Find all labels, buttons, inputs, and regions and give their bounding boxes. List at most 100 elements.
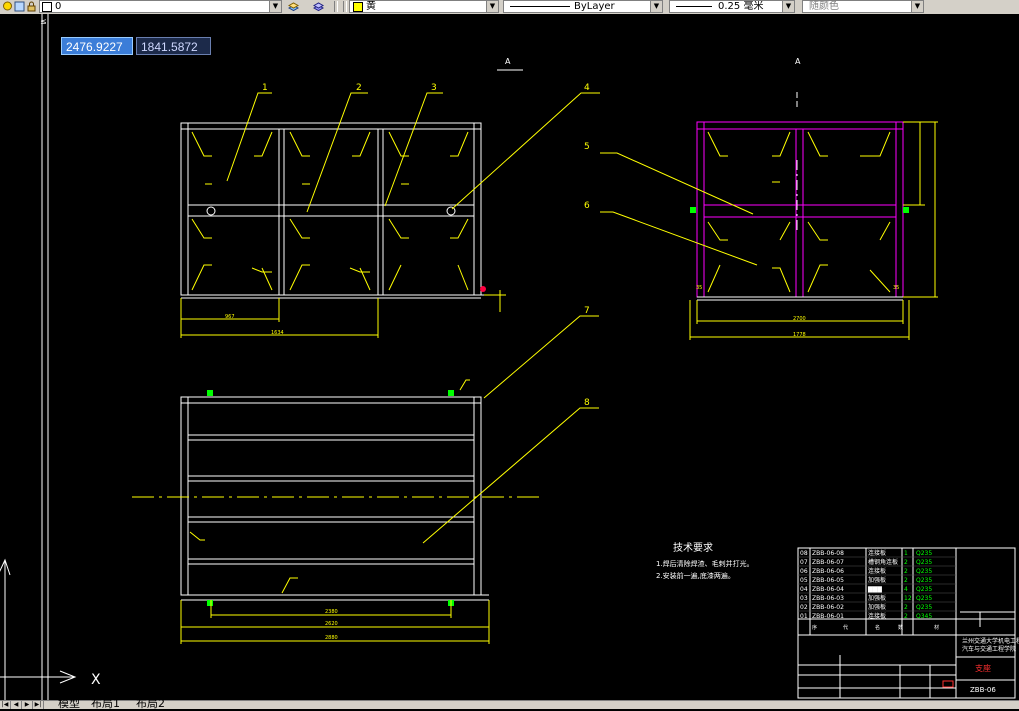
bom-cell-name: 加强板: [868, 594, 886, 602]
properties-toolbar: 0 ▼ 黄 ▼ ByLayer ▼ 0.25 毫米 ▼ 随颜色 ▼: [0, 0, 1019, 15]
chevron-down-icon[interactable]: ▼: [911, 1, 923, 12]
color-dropdown[interactable]: 黄 ▼: [349, 0, 499, 13]
bulb-icon[interactable]: [2, 1, 13, 12]
bom-cell-code: ZBB-06-05: [812, 577, 844, 584]
layer-color-swatch: [42, 2, 52, 12]
svg-text:名: 名: [875, 624, 880, 631]
side-view-markers: [690, 207, 909, 213]
svg-text:2380: 2380: [325, 609, 338, 615]
bom-cell-name: 加强板: [868, 576, 886, 584]
svg-text:材: 材: [934, 624, 939, 631]
leader-lines: [226, 92, 600, 213]
model-space-canvas[interactable]: ≤: [0, 14, 1019, 700]
lineweight-sample: [676, 6, 712, 7]
tab-layout2[interactable]: 布局2: [136, 697, 165, 710]
callout-5: 5: [584, 142, 590, 152]
scale-box: [942, 680, 954, 688]
bom-cell-material: Q235: [916, 586, 932, 593]
plotstyle-dropdown[interactable]: 随颜色 ▼: [802, 0, 924, 13]
plotstyle-value: 随颜色: [809, 1, 839, 12]
bom-cell-qty: 2: [904, 604, 908, 611]
bom-cell-no: 04: [800, 586, 808, 593]
drawing-svg[interactable]: ≤: [0, 14, 1019, 700]
x-axis-label: X: [91, 672, 101, 688]
chevron-down-icon[interactable]: ▼: [650, 1, 662, 12]
tech-note-2: 2.安装前一遍,底漆两遍。: [656, 571, 735, 580]
bom-cell-name: 加强板: [868, 603, 886, 611]
bom-cell-material: Q235: [916, 595, 932, 602]
bom-cell-name: 槽钢角连板: [868, 558, 898, 566]
bom-cell-code: ZBB-06-06: [812, 568, 844, 575]
bom-cell-no: 05: [800, 577, 808, 584]
tab-layout1[interactable]: 布局1: [91, 697, 120, 710]
linetype-dropdown[interactable]: ByLayer ▼: [503, 0, 663, 13]
last-tab-icon[interactable]: ▶|: [33, 701, 44, 709]
side-view-dim-text: 2700 1778 35 35: [696, 285, 899, 338]
lock-icon[interactable]: [26, 1, 37, 12]
bom-cell-code: ZBB-06-01: [812, 613, 844, 620]
svg-text:1634: 1634: [271, 330, 284, 336]
red-marker: [480, 286, 486, 292]
svg-text:2880: 2880: [325, 635, 338, 641]
linetype-sample: [510, 6, 570, 7]
bom-cell-name: 连接板: [868, 567, 886, 575]
svg-text:数: 数: [898, 624, 903, 631]
callout-7: 7: [584, 306, 590, 316]
layer-dropdown[interactable]: 0 ▼: [39, 0, 282, 13]
bom-cell-code: ZBB-06-03: [812, 595, 844, 602]
linetype-value: ByLayer: [574, 1, 615, 12]
chevron-down-icon[interactable]: ▼: [486, 1, 498, 12]
tech-title: 技术要求: [673, 541, 713, 554]
technical-requirements: 技术要求 1.焊后清除焊渣、毛刺并打光。 2.安装前一遍,底漆两遍。: [656, 541, 754, 580]
sun-icon[interactable]: [14, 1, 25, 12]
coordinate-x-input[interactable]: 2476.9227: [61, 37, 133, 55]
chevron-down-icon[interactable]: ▼: [782, 1, 794, 12]
front-view-dim-text: 967 1634: [225, 314, 284, 336]
lineweight-value: 0.25 毫米: [718, 1, 764, 12]
prev-tab-icon[interactable]: ◀: [11, 701, 22, 709]
chevron-down-icon[interactable]: ▼: [269, 1, 281, 12]
color-swatch-icon: [353, 2, 363, 12]
part-name: 支座: [975, 663, 991, 673]
section-label-a-right: A: [795, 57, 801, 66]
tab-model[interactable]: 模型: [58, 697, 80, 710]
school-name: 汽车与交通工程学院: [962, 645, 1016, 653]
callout-2: 2: [356, 83, 362, 93]
bom-cell-no: 08: [800, 550, 808, 557]
svg-text:2620: 2620: [325, 621, 338, 627]
svg-text:1778: 1778: [793, 332, 806, 338]
layers-icon[interactable]: [313, 1, 324, 12]
bom-cell-no: 03: [800, 595, 808, 602]
side-view-base: [697, 92, 903, 301]
top-view-dim-text: 2380 2620 2880: [325, 609, 338, 641]
layer-state-icon[interactable]: [288, 1, 299, 12]
svg-text:967: 967: [225, 314, 235, 320]
callout-4: 4: [584, 83, 590, 93]
callout-1: 1: [262, 83, 268, 93]
svg-text:35: 35: [893, 285, 899, 291]
bom-cell-qty: 12: [904, 595, 912, 602]
bom-cell-name: 连接板: [868, 549, 886, 557]
callout-numbers: 1 2 3 4 5 6 7 8: [262, 83, 590, 408]
coordinate-y-input[interactable]: 1841.5872: [136, 37, 211, 55]
top-view-leaders: [180, 315, 599, 644]
lineweight-dropdown[interactable]: 0.25 毫米 ▼: [669, 0, 795, 13]
svg-text:2700: 2700: [793, 316, 806, 322]
bom-cell-code: ZBB-06-07: [812, 559, 844, 566]
bom-cell-no: 02: [800, 604, 808, 611]
viewport-mark: ≤: [40, 17, 47, 26]
top-view-markers: [207, 390, 454, 606]
svg-text:35: 35: [696, 285, 702, 291]
layer-name: 0: [55, 1, 62, 12]
first-tab-icon[interactable]: |◀: [0, 701, 11, 709]
next-tab-icon[interactable]: ▶: [22, 701, 33, 709]
bom-cell-no: 06: [800, 568, 808, 575]
section-labels: A A: [497, 57, 801, 71]
bom-cell-qty: 4: [904, 586, 908, 593]
bom-cell-code: ZBB-06-08: [812, 550, 844, 557]
callout-3: 3: [431, 83, 437, 93]
front-view: [180, 122, 506, 299]
bom-cell-name: ▇▇▇: [867, 586, 882, 593]
bom-cell-no: 07: [800, 559, 808, 566]
